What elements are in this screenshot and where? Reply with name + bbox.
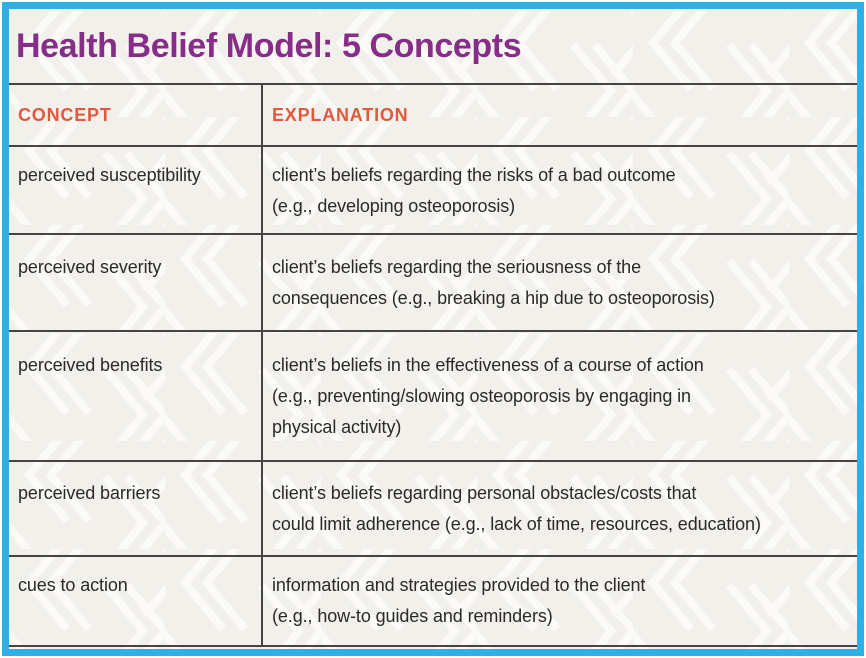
table-row: perceived susceptibility client’s belief… — [9, 145, 857, 233]
table-row: perceived barriers client’s beliefs rega… — [9, 460, 857, 555]
concept-cell: perceived severity — [18, 257, 162, 277]
table-row: perceived severity client’s beliefs rega… — [9, 233, 857, 330]
explanation-cell: client’s beliefs in the effectiveness of… — [261, 332, 857, 460]
column-header-explanation: EXPLANATION — [261, 85, 857, 145]
explanation-cell: information and strategies provided to t… — [261, 557, 857, 645]
table-row: perceived benefits client’s beliefs in t… — [9, 330, 857, 460]
concept-cell: perceived benefits — [18, 355, 163, 375]
concept-cell: cues to action — [18, 575, 128, 595]
table-content: Health Belief Model: 5 Concepts CONCEPT … — [9, 9, 857, 649]
table-header-row: CONCEPT EXPLANATION — [9, 83, 857, 145]
column-header-concept: CONCEPT — [18, 104, 112, 125]
table-row: cues to action information and strategie… — [9, 555, 857, 645]
concept-cell: perceived susceptibility — [18, 165, 201, 185]
health-belief-model-table: CONCEPT EXPLANATION perceived susceptibi… — [9, 83, 857, 647]
chevron-watermark-pattern — [9, 9, 857, 649]
explanation-cell: client’s beliefs regarding the seriousne… — [261, 235, 857, 330]
explanation-cell: client’s beliefs regarding the risks of … — [261, 147, 857, 233]
explanation-cell: client’s beliefs regarding personal obst… — [261, 462, 857, 555]
title-bar: Health Belief Model: 5 Concepts — [9, 9, 857, 83]
concept-cell: perceived barriers — [18, 483, 161, 503]
page-title: Health Belief Model: 5 Concepts — [16, 26, 522, 65]
